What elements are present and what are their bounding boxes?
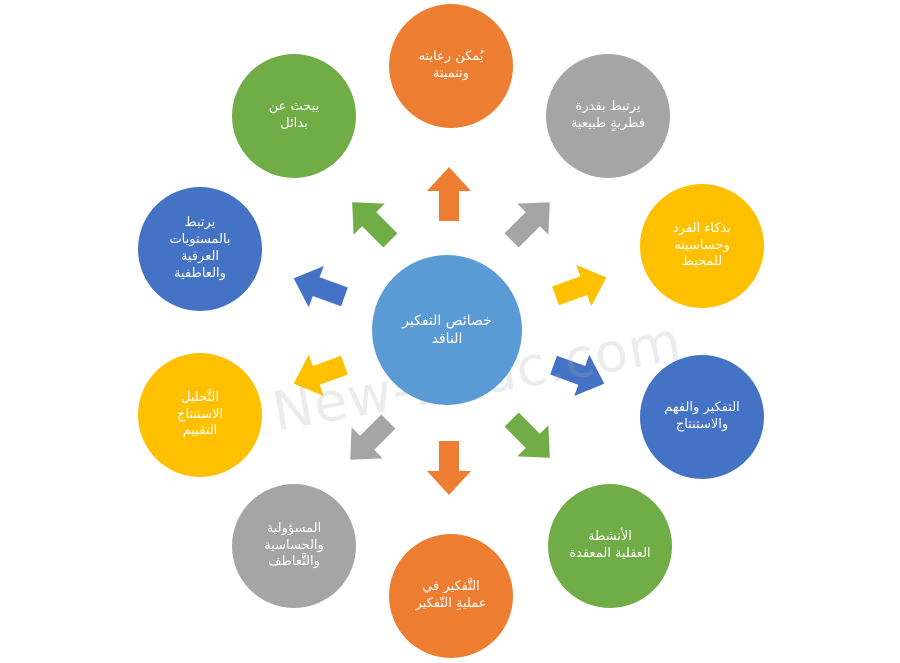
node-label: يرتبط بالمستويات العرفية والعاطفية xyxy=(169,215,231,281)
arrow-lower-left xyxy=(350,414,396,460)
node-label: يبحث عن بدائل xyxy=(268,99,320,131)
arrow-top xyxy=(427,167,471,221)
node-label: يرتبط بقدرة فطريةٍ طبيعية xyxy=(570,99,646,131)
node-right-upper: بذكاء الفرد وحساسيته للمحيط xyxy=(640,184,764,308)
node-upper-right: يرتبط بقدرة فطريةٍ طبيعية xyxy=(546,54,670,178)
node-label: الأنشطة العقلية المعقدة xyxy=(569,529,651,561)
node-right-lower: التفكير والفهم والاستنتاج xyxy=(640,355,764,479)
node-upper-left: يبحث عن بدائل xyxy=(232,54,356,178)
node-label: يُمكن رعايته وتنميتة xyxy=(418,49,484,81)
center-circle: خصائص التفكير الناقد xyxy=(372,255,522,405)
arrow-left-upper xyxy=(293,265,348,308)
node-top: يُمكن رعايته وتنميتة xyxy=(389,4,513,128)
center-label: خصائص التفكير الناقد xyxy=(402,312,492,347)
node-label: التَّفكير في عمليةِ التّفكير xyxy=(415,579,487,611)
arrow-upper-right xyxy=(504,202,550,248)
arrow-left-lower xyxy=(293,354,348,397)
node-left-upper: يرتبط بالمستويات العرفية والعاطفية xyxy=(138,187,262,311)
node-label: التفكير والفهم والاستنتاج xyxy=(664,400,740,432)
node-left-lower: التَّحليل الاستنتاج التقييم xyxy=(138,353,262,477)
arrow-right-upper xyxy=(552,264,607,307)
node-label: التَّحليل الاستنتاج التقييم xyxy=(176,389,224,439)
node-lower-right: الأنشطة العقلية المعقدة xyxy=(548,484,672,608)
arrow-bottom xyxy=(427,441,471,495)
node-lower-left: المسؤولية والحساسية والتَّعاطف xyxy=(232,484,356,608)
arrow-lower-right xyxy=(504,412,550,458)
node-label: بذكاء الفرد وحساسيته للمحيط xyxy=(673,220,731,270)
node-bottom: التَّفكير في عمليةِ التّفكير xyxy=(389,534,513,658)
arrow-right-lower xyxy=(550,354,605,397)
node-label: المسؤولية والحساسية والتَّعاطف xyxy=(264,520,324,570)
arrow-upper-left xyxy=(352,202,398,248)
